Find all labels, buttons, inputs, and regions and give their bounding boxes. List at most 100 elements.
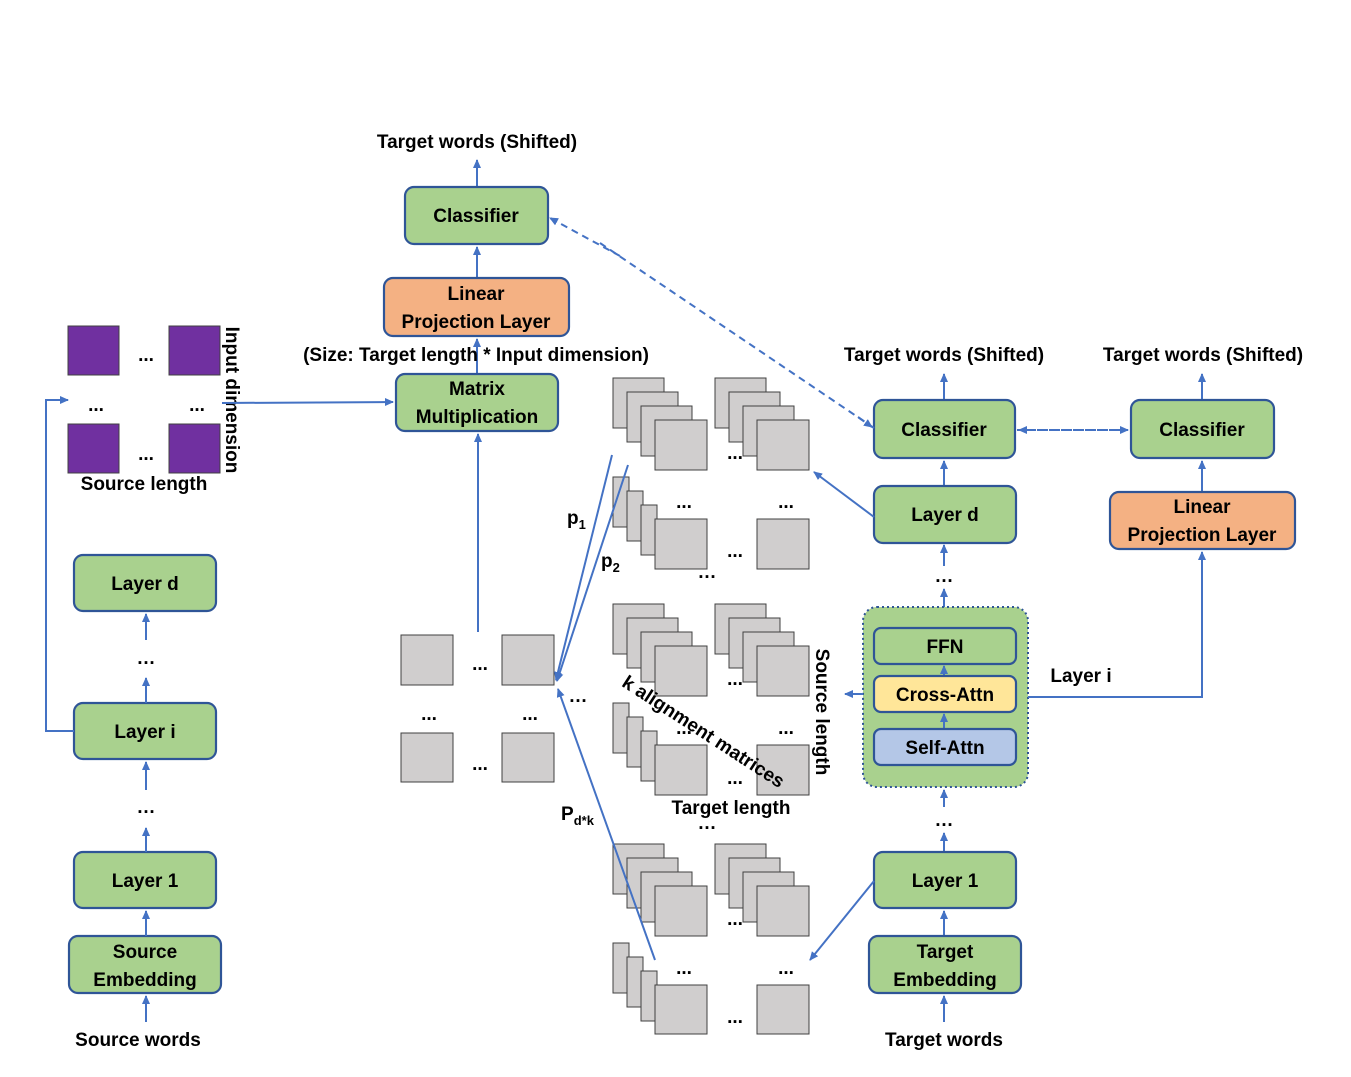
center-classifier-label: Classifier bbox=[433, 206, 519, 227]
combined-ellipsis-bottom: ... bbox=[472, 754, 488, 775]
stack-a-ellipsis-4: ... bbox=[727, 541, 743, 562]
decoder-layer-1-label: Layer 1 bbox=[912, 871, 979, 892]
combined-ellipsis-top: ... bbox=[472, 654, 488, 675]
self-attn-box bbox=[872, 727, 1018, 767]
combined-cell-top-right bbox=[501, 634, 555, 686]
source-representation-matrix: ... ... ... ... Source length Input dime… bbox=[67, 325, 394, 495]
matrix-multiplication-box bbox=[394, 372, 560, 433]
encoder-layer-1-label: Layer 1 bbox=[112, 871, 179, 892]
stack-a-sheet-8 bbox=[756, 419, 810, 471]
stack-b-sheet-8 bbox=[756, 645, 810, 697]
stack-c-ellipsis-3: ... bbox=[778, 958, 794, 979]
stack-c-sheet-13 bbox=[756, 984, 810, 1035]
encoder-layer-i-label: Layer i bbox=[114, 722, 175, 743]
cross-attn-box bbox=[872, 674, 1018, 714]
right-classifier-label: Classifier bbox=[1159, 420, 1245, 441]
arrow-layer-i-to-source-matrix bbox=[45, 396, 74, 732]
encoder-ellipsis-lower: … bbox=[137, 797, 156, 818]
encoder-column: Layer d … Layer i … Layer 1 Source Embed… bbox=[45, 396, 223, 1051]
size-note-label: (Size: Target length * Input dimension) bbox=[303, 345, 649, 366]
input-dimension-label: Input dimension bbox=[221, 327, 242, 474]
purple-ellipsis-bottom: ... bbox=[138, 444, 154, 465]
source-length-vertical-label: Source length bbox=[811, 649, 832, 776]
source-length-label: Source length bbox=[81, 474, 208, 495]
right-layer-i-label: Layer i bbox=[1050, 666, 1111, 687]
alignment-stack-c: ... ... ... ... bbox=[612, 843, 810, 1035]
stack-b-ellipsis-3: ... bbox=[778, 718, 794, 739]
stack-a-sheet-12 bbox=[654, 518, 708, 570]
encoder-layer-d-label: Layer d bbox=[111, 574, 179, 595]
stack-a-sheet-4 bbox=[654, 419, 708, 471]
weights-ellipsis: … bbox=[569, 686, 588, 707]
stack-c-sheet-12 bbox=[654, 984, 708, 1035]
decoder-column: Target words (Shifted) Classifier Layer … bbox=[809, 345, 1044, 1051]
center-column: Target words (Shifted) Classifier Linear… bbox=[303, 132, 649, 783]
alignment-matrices: ... ... ... ... … ... bbox=[554, 377, 832, 1035]
stack-c-sheet-8 bbox=[756, 885, 810, 937]
stack-a-ellipsis-1: ... bbox=[727, 443, 743, 464]
target-embedding-box bbox=[867, 934, 1023, 995]
center-linear-projection-line2: Projection Layer bbox=[402, 312, 551, 333]
source-embedding-label-line1: Source bbox=[113, 942, 177, 963]
decoder-layer-d-box bbox=[872, 484, 1018, 545]
stack-b-sheet-12 bbox=[654, 744, 708, 796]
arrow-source-matrix-to-matmul bbox=[221, 398, 394, 407]
purple-cell-bottom-left bbox=[67, 423, 120, 474]
matrix-multiplication-line1: Matrix bbox=[449, 379, 505, 400]
purple-cell-top-right bbox=[168, 325, 221, 376]
stack-a-ellipsis-2: ... bbox=[676, 492, 692, 513]
target-length-label: Target length bbox=[672, 798, 791, 819]
decoder-ellipsis-upper: … bbox=[935, 566, 954, 587]
target-embedding-label-line2: Embedding bbox=[893, 970, 996, 991]
arrow-p1 bbox=[554, 454, 613, 681]
self-attn-label: Self-Attn bbox=[905, 738, 984, 759]
stack-c-ellipsis-2: ... bbox=[676, 958, 692, 979]
decoder-layer-1-box bbox=[872, 850, 1018, 910]
encoder-layer-d-box bbox=[72, 553, 218, 613]
arrow-p2 bbox=[555, 464, 629, 682]
source-words-label: Source words bbox=[75, 1030, 201, 1051]
stack-a-ellipsis-3: ... bbox=[778, 492, 794, 513]
right-target-words-shifted: Target words (Shifted) bbox=[1103, 345, 1303, 366]
combined-cell-bottom-right bbox=[501, 732, 555, 783]
center-linear-projection-box bbox=[382, 276, 571, 338]
weight-pdk-label: Pd*k bbox=[561, 804, 595, 828]
stack-between-ellipsis: … bbox=[698, 813, 717, 834]
arrow-layer-d-to-alignment bbox=[813, 471, 875, 518]
stack-c-sheet-4 bbox=[654, 885, 708, 937]
center-target-words-shifted: Target words (Shifted) bbox=[377, 132, 577, 153]
source-embedding-label-line2: Embedding bbox=[93, 970, 196, 991]
stack-b-ellipsis-2: ... bbox=[676, 718, 692, 739]
stack-a-sheet-13 bbox=[756, 518, 810, 570]
alignment-stack-b: ... ... ... ... bbox=[612, 603, 810, 796]
right-linear-projection-line1: Linear bbox=[1173, 497, 1231, 518]
combined-ellipsis-right: ... bbox=[522, 704, 538, 725]
combined-ellipsis-left: ... bbox=[421, 704, 437, 725]
stack-a-ellipsis-5: … bbox=[698, 562, 717, 583]
combined-cell-top-left bbox=[400, 634, 454, 686]
decoder-ellipsis-lower: … bbox=[935, 810, 954, 831]
decoder-target-words-shifted: Target words (Shifted) bbox=[844, 345, 1044, 366]
right-linear-projection-line2: Projection Layer bbox=[1128, 525, 1277, 546]
center-classifier-box bbox=[403, 185, 550, 246]
decoder-layer-d-label: Layer d bbox=[911, 505, 979, 526]
alignment-stack-a: ... ... ... ... … bbox=[612, 377, 810, 583]
stack-b-sheet-13 bbox=[756, 744, 810, 796]
purple-cell-top-left bbox=[67, 325, 120, 376]
encoder-ellipsis-upper: … bbox=[137, 648, 156, 669]
ffn-label: FFN bbox=[927, 637, 964, 658]
target-words-label: Target words bbox=[885, 1030, 1003, 1051]
combined-cell-bottom-left bbox=[400, 732, 454, 783]
arrow-layer1-to-alignment bbox=[809, 880, 875, 961]
ffn-box bbox=[872, 626, 1018, 666]
shared-classifier-links bbox=[549, 217, 1129, 434]
matrix-multiplication-line2: Multiplication bbox=[416, 407, 538, 428]
right-classifier-box bbox=[1129, 398, 1276, 460]
decoder-classifier-box bbox=[872, 398, 1017, 460]
right-linear-projection-box bbox=[1108, 490, 1297, 551]
stack-b-ellipsis-1: ... bbox=[727, 669, 743, 690]
dashed-arrow-to-center-classifier bbox=[549, 217, 621, 257]
purple-cell-bottom-right bbox=[168, 423, 221, 474]
stack-b-sheet-4 bbox=[654, 645, 708, 697]
